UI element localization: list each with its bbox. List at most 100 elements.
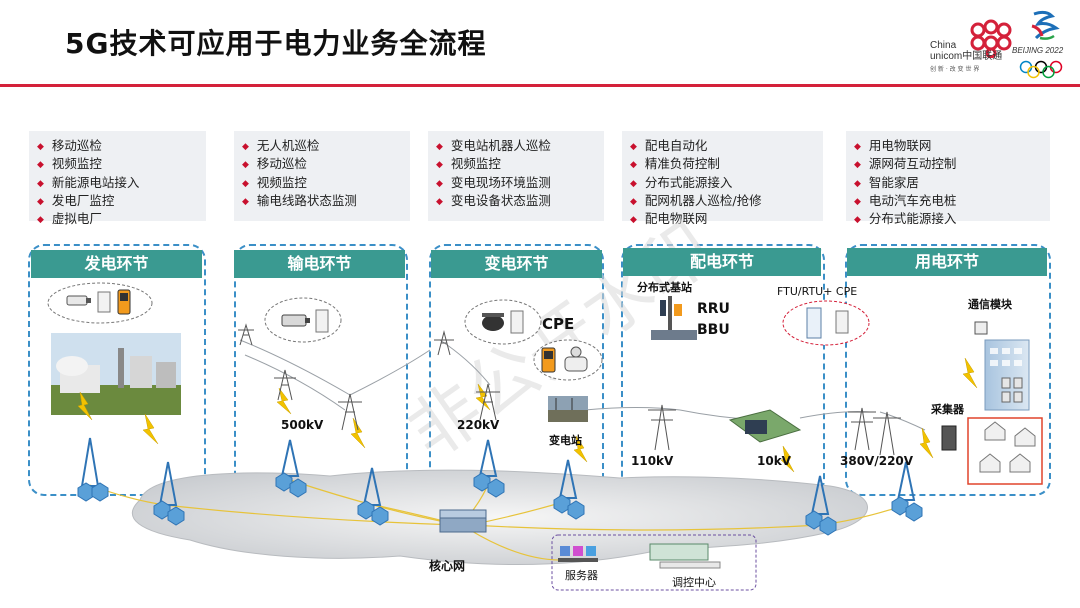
network-link bbox=[469, 524, 821, 531]
wireless-signal-icon bbox=[475, 383, 491, 411]
core-router-icon bbox=[439, 509, 487, 533]
ftu-terminal-icon bbox=[806, 307, 822, 339]
feature-list-substation: ◆变电站机器人巡检 ◆视频监控 ◆变电现场环境监测 ◆变电设备状态监测 bbox=[428, 131, 604, 221]
label-500kv: 500kV bbox=[281, 418, 324, 432]
olympic-rings-icon bbox=[1019, 60, 1063, 79]
collector-icon bbox=[941, 425, 957, 451]
pylon-icon bbox=[648, 404, 676, 451]
wireless-signal-icon bbox=[962, 357, 978, 389]
cell-tower-icon bbox=[553, 459, 585, 520]
server-icon bbox=[558, 546, 598, 562]
stage-header-distribution: 配电环节 bbox=[623, 248, 821, 276]
beijing-2022-logo: BEIJING 2022 bbox=[1012, 8, 1074, 79]
list-item: ◆变电现场环境监测 bbox=[436, 174, 551, 190]
inspection-robot-icon bbox=[564, 346, 588, 372]
wireless-signal-icon bbox=[142, 413, 159, 445]
network-link bbox=[164, 504, 461, 526]
label-collector: 采集器 bbox=[931, 403, 964, 416]
stage-header-substation: 变电环节 bbox=[431, 250, 602, 278]
label-ftu-rtu-cpe: FTU/RTU+ CPE bbox=[777, 285, 858, 298]
feature-list-consumption: ◆用电物联网 ◆源网荷互动控制 ◆智能家居 ◆电动汽车充电桩 ◆分布式能源接入 bbox=[846, 131, 1050, 226]
pylon-icon bbox=[476, 383, 500, 421]
label-comm-module: 通信模块 bbox=[968, 298, 1012, 311]
list-item: ◆智能家居 bbox=[854, 174, 919, 190]
cell-tower-icon bbox=[891, 461, 923, 522]
list-item: ◆输电线路状态监测 bbox=[242, 192, 357, 208]
power-plant-photo bbox=[51, 333, 181, 415]
cell-tower-icon bbox=[805, 475, 837, 536]
pylon-icon bbox=[274, 369, 296, 401]
label-10kv: 10kV bbox=[757, 454, 791, 468]
list-item: ◆新能源电站接入 bbox=[37, 174, 140, 190]
distributed-base-station-icon bbox=[651, 296, 697, 340]
cpe-router-icon bbox=[835, 310, 849, 334]
title-divider bbox=[0, 84, 1080, 87]
list-item: ◆视频监控 bbox=[436, 156, 501, 172]
pylon-icon bbox=[434, 330, 454, 356]
camera-icon bbox=[281, 314, 310, 327]
power-line bbox=[879, 411, 926, 431]
list-item: ◆移动巡检 bbox=[37, 138, 102, 153]
label-cpe: CPE bbox=[542, 315, 575, 333]
network-cloud bbox=[131, 469, 868, 565]
stage-header-generation: 发电环节 bbox=[31, 250, 202, 278]
stage-frame-consumption bbox=[845, 244, 1051, 496]
list-item: ◆移动巡检 bbox=[242, 156, 307, 172]
list-item: ◆分布式能源接入 bbox=[630, 174, 733, 190]
label-rru: RRU bbox=[697, 301, 730, 317]
power-line bbox=[244, 354, 346, 411]
list-item: ◆变电站机器人巡检 bbox=[436, 138, 551, 153]
list-item: ◆精准负荷控制 bbox=[630, 156, 720, 172]
building-icon bbox=[984, 339, 1030, 411]
house-icon bbox=[979, 421, 1036, 473]
list-item: ◆发电厂监控 bbox=[37, 192, 115, 208]
wireless-signal-icon bbox=[350, 417, 366, 449]
feature-list-distribution: ◆配电自动化 ◆精准负荷控制 ◆分布式能源接入 ◆配网机器人巡检/抢修 ◆配电物… bbox=[622, 131, 823, 226]
device-group-distribution bbox=[782, 300, 870, 346]
list-item: ◆分布式能源接入 bbox=[854, 211, 957, 227]
feature-list-generation: ◆移动巡检 ◆视频监控 ◆新能源电站接入 ◆发电厂监控 ◆虚拟电厂 bbox=[29, 131, 206, 226]
list-item: ◆无人机巡检 bbox=[242, 138, 320, 153]
list-item: ◆配网机器人巡检/抢修 bbox=[630, 192, 762, 208]
china-unicom-logo: China unicom中国联通 创 新 · 改 变 世 界 bbox=[930, 18, 1025, 76]
list-item: ◆电动汽车充电桩 bbox=[854, 192, 957, 208]
wireless-signal-icon bbox=[77, 391, 93, 421]
list-item: ◆用电物联网 bbox=[854, 138, 932, 153]
camera-icon bbox=[66, 295, 91, 306]
comm-module-icon bbox=[974, 321, 988, 335]
label-380v-220v: 380V/220V bbox=[840, 454, 914, 468]
stage-header-transmission: 输电环节 bbox=[234, 250, 405, 278]
label-bbu: BBU bbox=[697, 322, 730, 338]
list-item: ◆配电自动化 bbox=[630, 138, 708, 153]
label-220kv: 220kV bbox=[457, 418, 500, 432]
unicom-slogan: 创 新 · 改 变 世 界 bbox=[930, 66, 980, 73]
cell-tower-icon bbox=[357, 467, 389, 526]
wireless-signal-icon bbox=[780, 445, 795, 473]
page-title: 5G技术可应用于电力业务全流程 bbox=[65, 27, 487, 60]
label-control-center: 调控中心 bbox=[672, 576, 716, 589]
stage-frame-generation bbox=[28, 244, 206, 496]
dome-camera-icon bbox=[482, 313, 504, 331]
cpe-router-icon bbox=[510, 310, 524, 334]
handheld-terminal-icon bbox=[117, 289, 131, 315]
handheld-terminal-icon bbox=[541, 347, 556, 373]
list-item: ◆视频监控 bbox=[37, 156, 102, 172]
label-server: 服务器 bbox=[565, 569, 598, 582]
network-link bbox=[469, 529, 561, 561]
pylon-icon bbox=[338, 393, 362, 431]
wireless-signal-icon bbox=[276, 387, 292, 415]
list-item: ◆配电物联网 bbox=[630, 211, 708, 227]
residential-area-frame bbox=[967, 417, 1043, 485]
label-110kv: 110kV bbox=[631, 454, 674, 468]
cell-tower-icon bbox=[153, 461, 185, 526]
power-line bbox=[584, 407, 681, 411]
feature-list-transmission: ◆无人机巡检 ◆移动巡检 ◆视频监控 ◆输电线路状态监测 bbox=[234, 131, 410, 221]
wireless-signal-icon bbox=[919, 427, 934, 459]
transformer-icon bbox=[728, 409, 802, 443]
wireless-signal-icon bbox=[573, 435, 588, 463]
label-core-network: 核心网 bbox=[429, 559, 466, 573]
control-center-icon bbox=[649, 543, 721, 569]
winter-olympics-emblem-icon bbox=[1031, 10, 1060, 40]
power-line bbox=[349, 349, 431, 396]
